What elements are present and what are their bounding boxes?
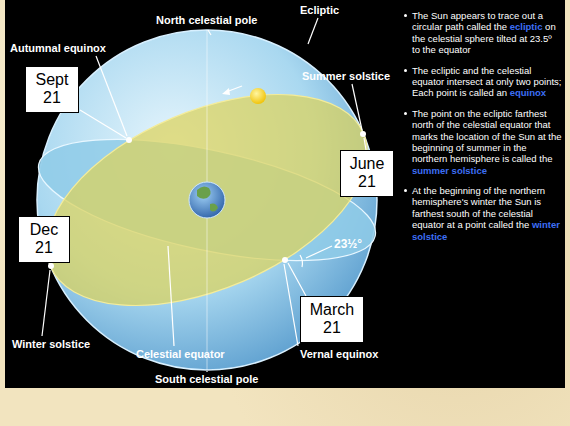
bullet-dot	[404, 14, 407, 17]
sphere-label: Summer solstice	[302, 70, 390, 83]
sphere-label: Celestial equator	[136, 348, 225, 361]
key-term: summer solstice	[412, 165, 487, 176]
bullet-text: The point on the ecliptic farthest north…	[412, 108, 561, 165]
sphere-label: Winter solstice	[12, 338, 90, 351]
date-text: Dec 21	[30, 221, 58, 256]
sphere-label: Vernal equinox	[300, 348, 378, 361]
sphere-label: Autumnal equinox	[10, 42, 106, 55]
polar-axis	[207, 30, 208, 182]
date-text: March 21	[310, 301, 354, 336]
bullet-dot	[404, 112, 407, 115]
key-term: ecliptic	[510, 21, 543, 32]
polar-axis	[207, 218, 208, 370]
summer-point	[360, 131, 366, 137]
bullet-item: At the beginning of the northern hemisph…	[412, 185, 562, 242]
autumnal-point	[126, 137, 132, 143]
winter-point	[48, 263, 54, 269]
bullet-item: The ecliptic and the celestial equator i…	[412, 65, 562, 99]
vernal-point	[282, 257, 288, 263]
sphere-label: South celestial pole	[155, 373, 258, 386]
bullet-item: The Sun appears to trace out a circular …	[412, 10, 562, 56]
sphere-label: North celestial pole	[156, 14, 257, 27]
bullet-list: The Sun appears to trace out a circular …	[412, 10, 562, 242]
earth-land	[197, 186, 218, 211]
sun-motion-arrowhead	[222, 88, 230, 95]
date-box: March 21	[300, 296, 364, 343]
sphere-label: Ecliptic	[300, 4, 339, 17]
angle-label: 23½°	[334, 238, 362, 252]
earth	[189, 182, 225, 218]
bullet-item: The point on the ecliptic farthest north…	[412, 108, 562, 176]
bullet-dot	[404, 189, 407, 192]
date-box: Sept 21	[25, 66, 79, 113]
key-term: equinox	[510, 87, 546, 98]
date-box: Dec 21	[18, 216, 70, 263]
date-box: June 21	[340, 150, 394, 197]
bullet-dot	[404, 69, 407, 72]
sun	[250, 88, 266, 104]
date-text: Sept 21	[36, 71, 69, 106]
date-text: June 21	[350, 155, 385, 190]
bullet-text: At the beginning of the northern hemisph…	[412, 185, 545, 230]
